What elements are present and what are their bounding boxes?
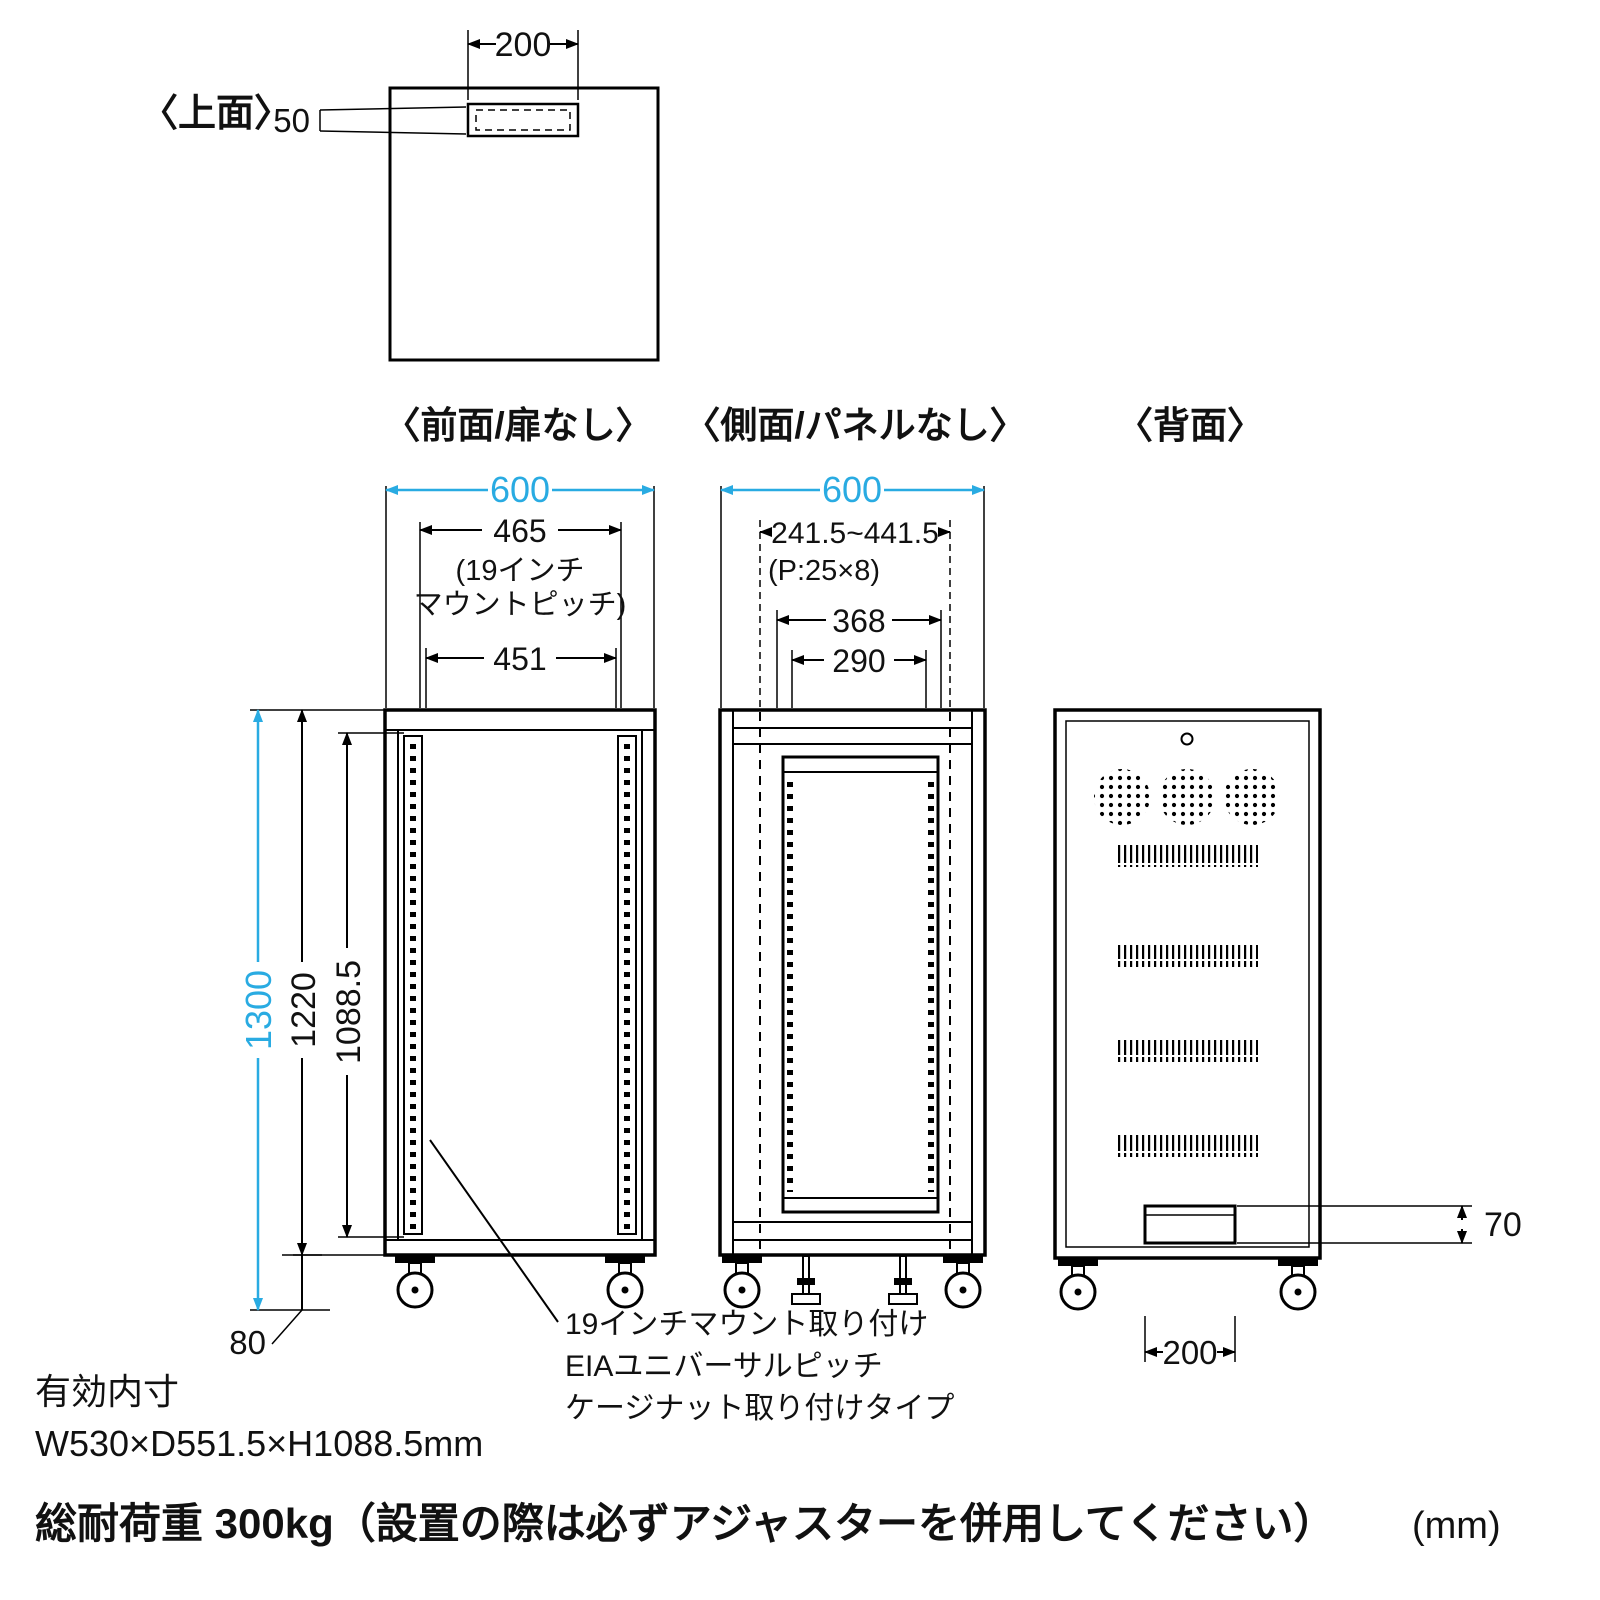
back-fan-vent-1 (1094, 769, 1150, 825)
mount-pitch-note-1: (19インチ (456, 555, 585, 587)
front-body-outline (383, 708, 657, 1257)
side-right-adjuster (888, 1255, 918, 1305)
front-left-caster (395, 1256, 435, 1309)
dim-caster-height-value: 80 (229, 1324, 266, 1361)
front-right-mount-rail (617, 735, 637, 1235)
front-right-caster (605, 1256, 645, 1309)
dim-inner-height-value: 1088.5 (330, 960, 368, 1064)
side-right-caster (943, 1256, 983, 1309)
back-vent-row-2 (1116, 945, 1258, 967)
back-fan-vent-3 (1224, 769, 1280, 825)
side-view-label: 〈側面/パネルなし〉 (683, 405, 1026, 446)
back-left-caster (1058, 1259, 1098, 1311)
effective-inner-label: 有効内寸 (35, 1371, 179, 1412)
dim-depth-368: 368 (776, 603, 942, 708)
footer: 有効内寸 W530×D551.5×H1088.5mm 総耐荷重 300kg（設置… (35, 1371, 1501, 1547)
back-cable-slot (1143, 1204, 1237, 1245)
top-view: 〈上面〉 200 50 (140, 26, 660, 362)
load-capacity-note: 総耐荷重 300kg（設置の際は必ずアジャスターを併用してください） (35, 1500, 1335, 1547)
dim-top-slot-width: 200 (467, 26, 579, 100)
dim-back-slot-width-200: 200 (1144, 1316, 1236, 1371)
back-panel-inner-edge (1065, 720, 1310, 1248)
dim-back-slot-height-70: 70 (1237, 1205, 1522, 1244)
back-view (1053, 708, 1322, 1311)
dim-depth-368-value: 368 (832, 603, 885, 639)
dim-front-width-600: 600 (385, 469, 655, 708)
unit-label: (mm) (1412, 1505, 1501, 1547)
back-vent-row-1 (1116, 845, 1258, 867)
dim-total-height-1300: 1300 (238, 709, 385, 1311)
callout-leader-line (429, 1139, 559, 1323)
dim-front-width-value: 600 (490, 469, 550, 510)
dim-inner-height-1088-5: 1088.5 (330, 732, 404, 1238)
dim-body-height-1220: 1220 (285, 709, 385, 1256)
dim-depth-290-value: 290 (832, 643, 885, 679)
dim-body-height-value: 1220 (285, 972, 323, 1048)
back-lock-hole (1180, 732, 1194, 746)
dim-side-depth-600: 600 (720, 469, 985, 708)
top-cable-slot (466, 102, 580, 138)
dim-rail-pitch-note: (P:25×8) (768, 555, 880, 587)
callout-line-1: 19インチマウント取り付け (565, 1308, 928, 1341)
back-vent-row-4 (1116, 1135, 1258, 1157)
back-view-label: 〈背面〉 (1116, 405, 1264, 446)
side-left-adjuster (791, 1255, 821, 1305)
side-mount-frame (781, 755, 940, 1214)
dim-front-inner-value: 451 (493, 641, 546, 677)
top-panel-outline (388, 86, 660, 362)
front-left-mount-rail (403, 735, 423, 1235)
side-left-caster (722, 1256, 762, 1309)
dim-top-slot-width-value: 200 (495, 26, 552, 64)
dim-top-slot-height: 50 (273, 102, 467, 139)
effective-inner-value: W530×D551.5×H1088.5mm (35, 1423, 483, 1464)
dim-mount-pitch-value: 465 (493, 513, 546, 549)
side-view (718, 708, 987, 1309)
top-cable-slot-knockout (475, 109, 571, 131)
mount-pitch-note-2: マウントピッチ) (414, 589, 627, 621)
dim-top-slot-height-value: 50 (273, 102, 310, 139)
dim-front-inner-451: 451 (425, 641, 617, 708)
side-body-outline (718, 708, 987, 1257)
dim-mount-pitch-465: 465 (19インチ マウントピッチ) (414, 513, 627, 708)
back-fan-vent-2 (1159, 769, 1215, 825)
dim-caster-height-80: 80 (229, 1254, 322, 1361)
dim-rail-range: 241.5~441.5 (P:25×8) (759, 517, 951, 708)
dim-rail-range-value: 241.5~441.5 (771, 517, 939, 550)
rail-callout: 19インチマウント取り付け EIAユニバーサルピッチ ケージナット取り付けタイプ (429, 1139, 954, 1425)
dim-side-depth-value: 600 (822, 469, 882, 510)
dim-back-slot-height-value: 70 (1484, 1206, 1522, 1244)
dim-total-height-value: 1300 (238, 970, 279, 1050)
back-right-caster (1278, 1259, 1318, 1311)
callout-line-3: ケージナット取り付けタイプ (565, 1392, 954, 1425)
top-view-label: 〈上面〉 (140, 93, 292, 135)
back-vent-row-3 (1116, 1040, 1258, 1062)
front-view (383, 708, 657, 1309)
callout-line-2: EIAユニバーサルピッチ (565, 1350, 883, 1383)
dim-back-slot-width-value: 200 (1162, 1334, 1217, 1371)
front-view-label: 〈前面/扉なし〉 (383, 405, 652, 446)
dim-depth-290: 290 (791, 643, 927, 708)
back-body-outline (1053, 708, 1322, 1260)
